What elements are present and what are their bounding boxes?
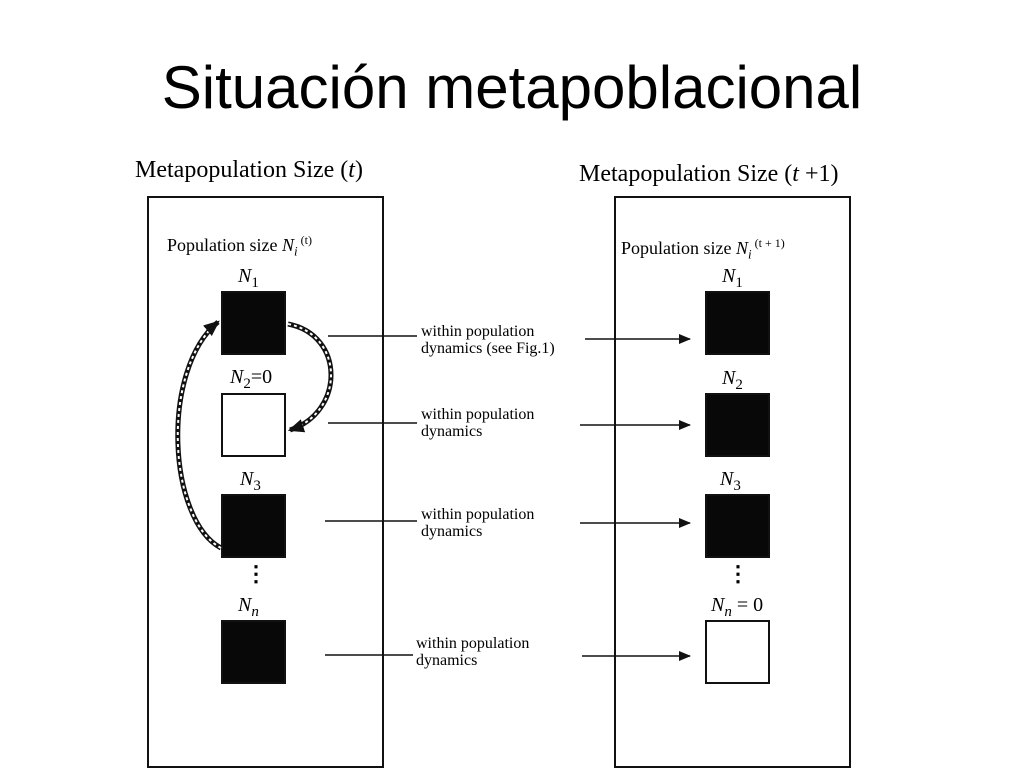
left-heading-var: t bbox=[348, 157, 355, 183]
left-heading-prefix: Metapopulation Size ( bbox=[135, 157, 349, 183]
left-pop-time: (t) bbox=[300, 233, 312, 247]
right-population-box-3 bbox=[705, 494, 770, 558]
left-node-label-n: Nn bbox=[238, 594, 259, 620]
right-population-box-1 bbox=[705, 291, 770, 355]
left-ellipsis: ⋮ bbox=[245, 561, 267, 586]
left-node-label-2: N2=0 bbox=[230, 366, 273, 392]
left-pop-var: N bbox=[282, 235, 295, 255]
left-node-label-3: N3 bbox=[240, 468, 261, 494]
left-node-label-1: N1 bbox=[238, 265, 259, 291]
left-panel bbox=[147, 196, 384, 768]
left-population-box-1 bbox=[221, 291, 286, 355]
right-heading: Metapopulation Size (t +1) bbox=[579, 160, 838, 188]
left-heading-suffix: ) bbox=[354, 157, 363, 183]
right-population-label: Population size Ni (t + 1) bbox=[621, 232, 785, 266]
left-population-label: Population size Ni (t) bbox=[167, 229, 312, 263]
left-population-box-2 bbox=[221, 393, 286, 457]
left-pop-sub: i bbox=[294, 243, 298, 259]
left-population-box-n bbox=[221, 620, 286, 684]
right-pop-prefix: Population size bbox=[621, 238, 736, 258]
right-population-box-n bbox=[705, 620, 770, 684]
right-node-label-3: N3 bbox=[720, 468, 741, 494]
left-pop-prefix: Population size bbox=[167, 235, 282, 255]
right-pop-sub: i bbox=[748, 246, 752, 262]
right-heading-var: t bbox=[792, 161, 799, 187]
right-pop-time: (t + 1) bbox=[754, 236, 785, 250]
right-ellipsis: ⋮ bbox=[727, 561, 749, 586]
slide-title: Situación metapoblacional bbox=[161, 54, 863, 121]
right-node-label-2: N2 bbox=[722, 367, 743, 393]
right-pop-var: N bbox=[736, 238, 749, 258]
right-heading-prefix: Metapopulation Size ( bbox=[579, 161, 793, 187]
right-node-label-1: N1 bbox=[722, 265, 743, 291]
right-population-box-2 bbox=[705, 393, 770, 457]
right-node-label-n: Nn = 0 bbox=[711, 594, 764, 620]
left-population-box-3 bbox=[221, 494, 286, 558]
right-heading-suffix: +1) bbox=[798, 161, 839, 187]
right-panel bbox=[614, 196, 851, 768]
left-heading: Metapopulation Size (t) bbox=[135, 156, 363, 184]
